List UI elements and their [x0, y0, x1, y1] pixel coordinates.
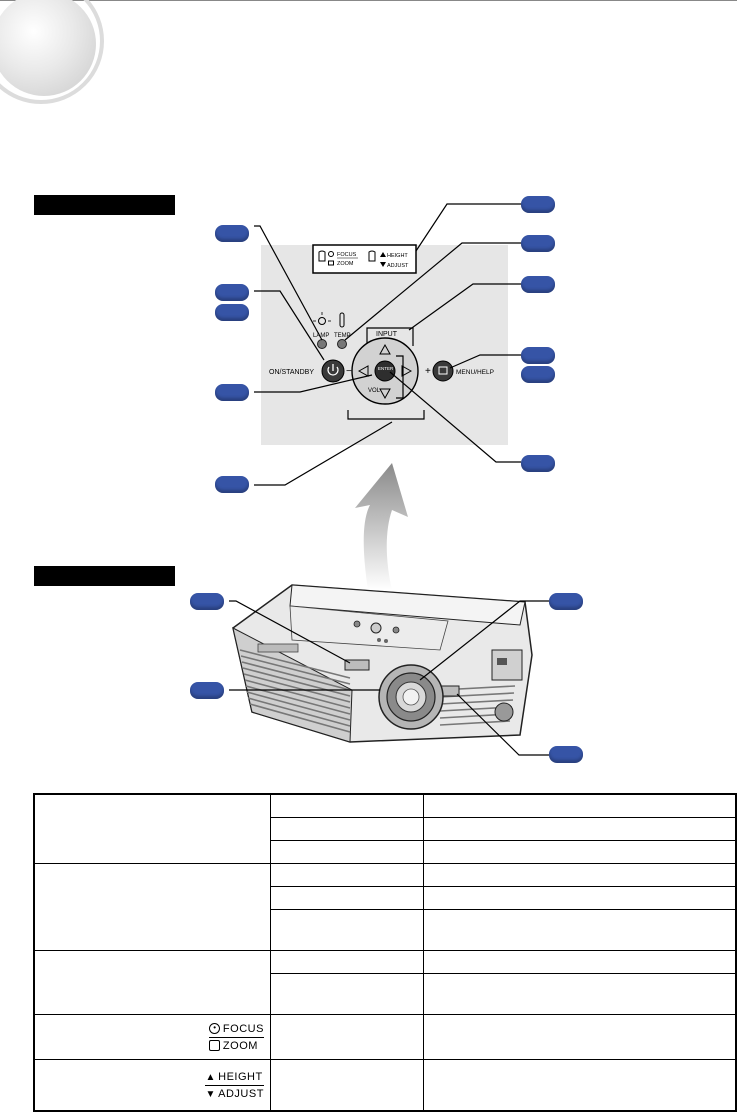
- table-cell: [269, 863, 425, 887]
- table-cell: [269, 886, 425, 910]
- table-cell: [269, 793, 425, 818]
- table-focus-label: FOCUS: [222, 1022, 264, 1035]
- callout-badge-focus-zoom: [521, 196, 555, 213]
- table-cell: [423, 886, 737, 910]
- table-row: [34, 840, 737, 864]
- table-cell: [269, 840, 425, 864]
- enter-button[interactable]: [374, 360, 396, 382]
- section-label-projector-view: [34, 566, 175, 586]
- table-cell: [33, 950, 271, 1015]
- temp-label: TEMP: [334, 333, 351, 339]
- section-label-top-view: [34, 195, 175, 215]
- diagram-svg: FOCUS ZOOM HEIGHT ADJUST LAMP TEMP ON/ST…: [229, 203, 549, 756]
- right-arrow-icon[interactable]: [401, 365, 413, 377]
- table-cell-focus-zoom: • FOCUS ZOOM: [33, 1014, 271, 1060]
- callout-badge-power-2: [215, 304, 249, 321]
- temp-indicator: TEMP: [334, 312, 351, 349]
- table-row: [34, 886, 737, 910]
- table-cell: [269, 1014, 425, 1060]
- table-cell: [269, 1059, 425, 1112]
- callout-badge-ir-receiver: [190, 593, 224, 610]
- table-cell: [423, 1014, 737, 1060]
- table-cell: [423, 840, 737, 864]
- table-cell: [33, 793, 271, 864]
- table-row: [34, 973, 737, 1015]
- table-cell: [423, 793, 737, 818]
- callout-badge-focus-ring: [549, 593, 583, 610]
- table-row: [33, 793, 737, 864]
- menu-help-label: MENU/HELP: [456, 369, 494, 376]
- corner-circle-decoration: [0, 0, 96, 96]
- vol-label: VOL: [368, 388, 381, 394]
- input-label: INPUT: [376, 331, 398, 338]
- projector-illustration: [232, 584, 533, 743]
- lamp-indicator: LAMP: [313, 312, 331, 349]
- callout-badge-enter: [215, 384, 249, 401]
- callout-badge-arrows: [521, 455, 555, 472]
- focus-zoom-icon: FOCUS ZOOM: [318, 250, 358, 267]
- reference-table: • FOCUS ZOOM ▲ HEIGHT ▼ ADJUST: [33, 793, 737, 1112]
- table-cell: [33, 863, 271, 951]
- table-row: • FOCUS ZOOM: [33, 1014, 737, 1060]
- on-standby-label: ON/STANDBY: [269, 369, 314, 376]
- table-row: [33, 950, 737, 1015]
- zoom-label: ZOOM: [337, 261, 354, 267]
- table-row: [33, 863, 737, 951]
- callout-badge-menu-2: [521, 366, 555, 383]
- menu-help-button[interactable]: [432, 360, 454, 382]
- adjust-label: ADJUST: [387, 263, 409, 269]
- left-arrow-icon[interactable]: [357, 365, 369, 377]
- height-up-icon: ▲: [205, 1071, 216, 1083]
- table-cell: [423, 950, 737, 974]
- top-rule: [0, 0, 737, 1]
- table-cell: [269, 973, 425, 1015]
- callout-badge-lens: [190, 682, 224, 699]
- callout-badge-volume: [215, 476, 249, 493]
- callout-badge-input: [521, 276, 555, 293]
- table-cell: [423, 973, 737, 1015]
- lamp-label: LAMP: [313, 333, 329, 339]
- adjust-down-icon: ▼: [205, 1088, 216, 1100]
- table-adjust-label: ADJUST: [218, 1087, 264, 1100]
- volume-plus-label: +: [425, 366, 431, 377]
- power-icon: [327, 364, 339, 376]
- enter-label: ENTER: [378, 366, 394, 371]
- corner-ring-decoration: [0, 0, 104, 104]
- focus-label: FOCUS: [337, 252, 357, 258]
- zoom-icon: [209, 1040, 221, 1052]
- table-cell: [423, 863, 737, 887]
- table-cell-height-adjust: ▲ HEIGHT ▼ ADJUST: [33, 1059, 271, 1112]
- table-cell: [269, 909, 425, 951]
- callout-badge-lamp: [215, 225, 249, 242]
- menu-icon: [438, 366, 448, 375]
- callout-badge-power-1: [215, 284, 249, 301]
- up-arrow-icon[interactable]: [379, 343, 391, 355]
- focus-icon: •: [209, 1023, 221, 1035]
- table-cell: [423, 1059, 737, 1112]
- down-arrow-icon[interactable]: [379, 388, 391, 400]
- table-zoom-label: ZOOM: [222, 1039, 258, 1052]
- height-label: HEIGHT: [387, 253, 408, 259]
- volume-minus-label: −: [346, 366, 352, 377]
- table-cell: [423, 909, 737, 951]
- height-adjust-icon: HEIGHT ADJUST: [368, 250, 409, 269]
- callout-badge-menu-1: [521, 347, 555, 364]
- focus-zoom-height-box: [312, 244, 417, 274]
- table-row: ▲ HEIGHT ▼ ADJUST: [33, 1059, 737, 1112]
- callout-badge-temp: [521, 235, 555, 252]
- table-cell: [423, 817, 737, 841]
- table-height-label: HEIGHT: [218, 1070, 263, 1083]
- callout-badge-side: [549, 746, 583, 763]
- curved-arrow-icon: [355, 463, 408, 590]
- table-cell: [269, 817, 425, 841]
- table-cell: [269, 950, 425, 974]
